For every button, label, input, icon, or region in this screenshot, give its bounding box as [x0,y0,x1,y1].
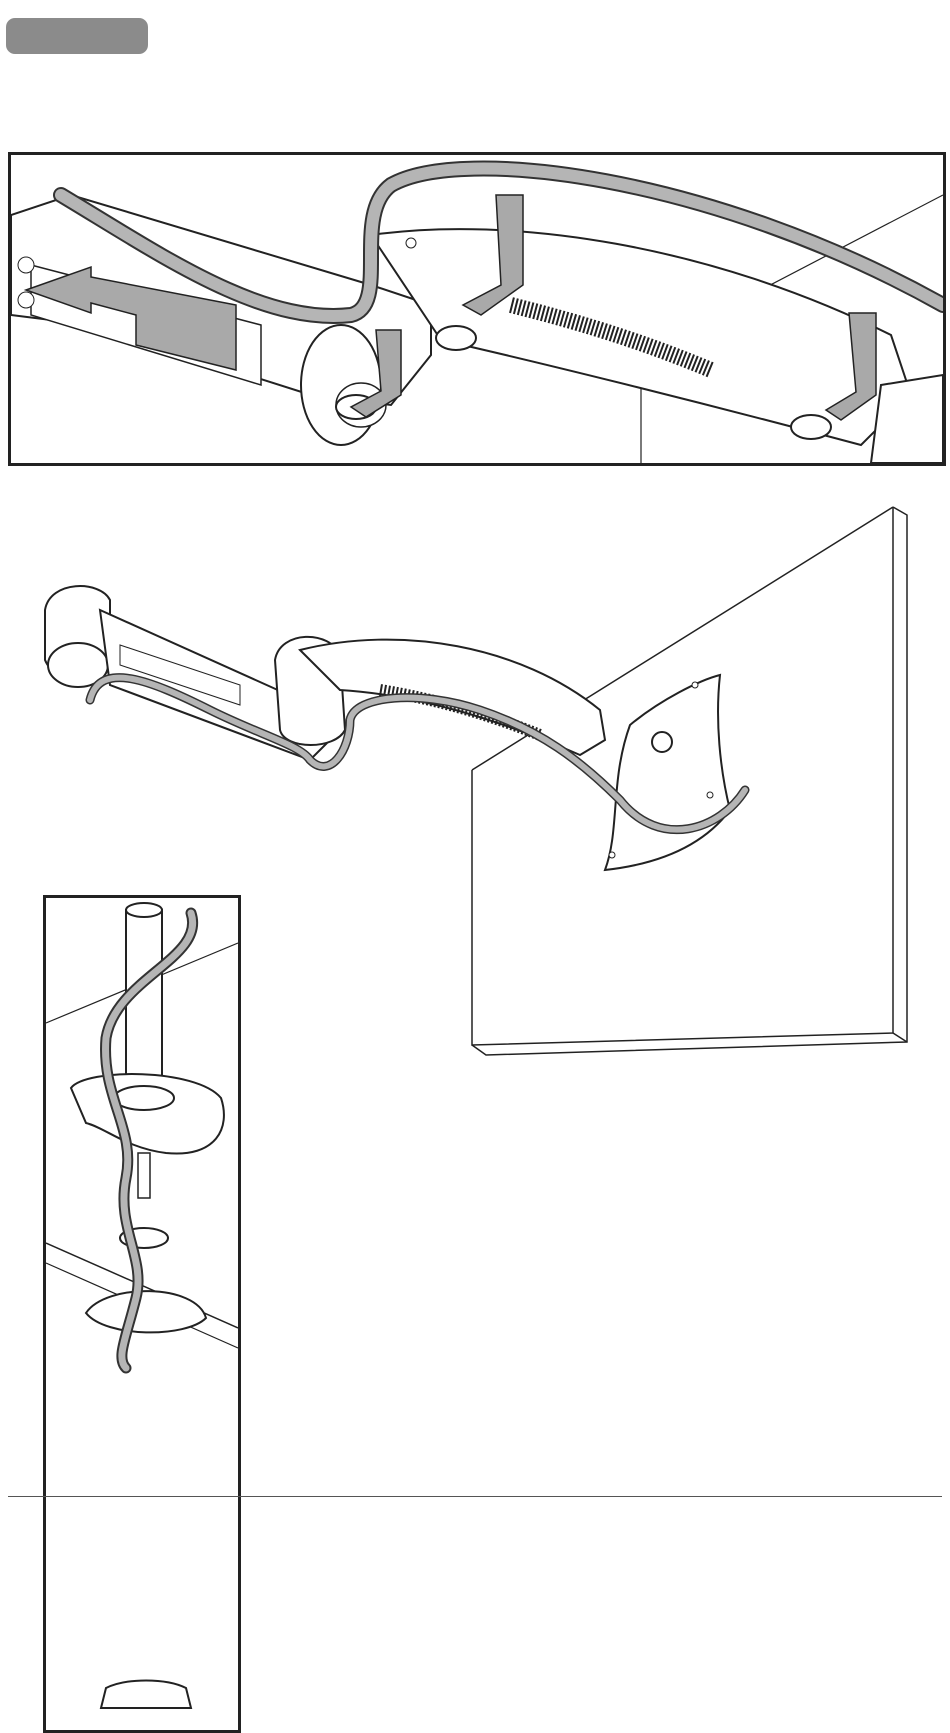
footer-rule [8,1496,942,1497]
inset-panel [43,895,241,1733]
arm-illustration [0,470,950,890]
closeup-panel [8,152,946,466]
step-tab [6,18,148,54]
